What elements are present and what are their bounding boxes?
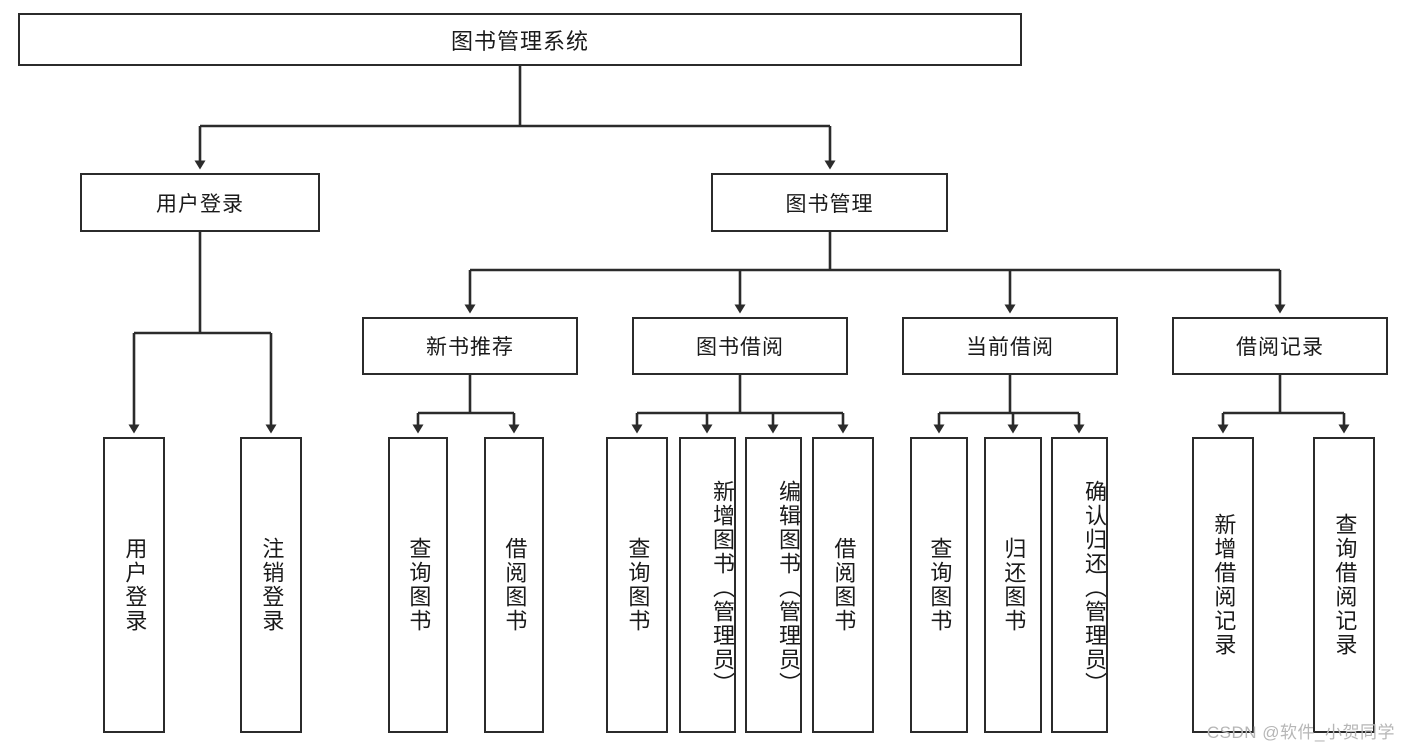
leaf-borrow-book-rec[interactable]: 借阅图书 [484,437,544,733]
leaf-confirm-return[interactable]: 确认归还（管理员） [1051,437,1108,733]
node-borrow-record[interactable]: 借阅记录 [1172,317,1388,375]
leaf-borrow-book-rec-label: 借阅图书 [502,537,528,633]
leaf-add-book[interactable]: 新增图书（管理员） [679,437,736,733]
leaf-user-logout-label: 注销登录 [259,537,285,633]
node-new-book-recommend[interactable]: 新书推荐 [362,317,578,375]
node-new-book-recommend-label: 新书推荐 [426,336,514,359]
leaf-query-book-current-label: 查询图书 [927,537,953,633]
node-root-label: 图书管理系统 [450,28,589,54]
leaf-user-logout[interactable]: 注销登录 [240,437,302,733]
leaf-return-book[interactable]: 归还图书 [984,437,1042,733]
leaf-add-book-label: 新增图书（管理员） [710,480,735,696]
node-user-login[interactable]: 用户登录 [80,173,320,232]
node-book-manage[interactable]: 图书管理 [711,173,948,232]
leaf-borrow-book[interactable]: 借阅图书 [812,437,874,733]
leaf-query-book-current[interactable]: 查询图书 [910,437,968,733]
leaf-query-book-borrow-label: 查询图书 [625,537,651,633]
node-book-borrow[interactable]: 图书借阅 [632,317,848,375]
leaf-query-book-rec-label: 查询图书 [406,537,432,633]
node-root[interactable]: 图书管理系统 [18,13,1022,66]
leaf-borrow-book-label: 借阅图书 [831,537,857,633]
node-book-borrow-label: 图书借阅 [696,336,784,359]
watermark: CSDN @软件_小贺同学 [1206,723,1395,742]
leaf-confirm-return-label: 确认归还（管理员） [1082,480,1107,696]
node-current-borrow-label: 当前借阅 [966,336,1054,359]
leaf-edit-book-label: 编辑图书（管理员） [776,480,801,696]
leaf-query-book-rec[interactable]: 查询图书 [388,437,448,733]
leaf-query-record-label: 查询借阅记录 [1332,513,1358,657]
leaf-add-record[interactable]: 新增借阅记录 [1192,437,1254,733]
node-borrow-record-label: 借阅记录 [1236,336,1324,359]
leaf-user-login-label: 用户登录 [122,537,148,633]
leaf-query-record[interactable]: 查询借阅记录 [1313,437,1375,733]
leaf-query-book-borrow[interactable]: 查询图书 [606,437,668,733]
leaf-edit-book[interactable]: 编辑图书（管理员） [745,437,802,733]
node-current-borrow[interactable]: 当前借阅 [902,317,1118,375]
leaf-user-login[interactable]: 用户登录 [103,437,165,733]
leaf-return-book-label: 归还图书 [1001,537,1027,633]
node-book-manage-label: 图书管理 [785,192,874,216]
node-user-login-label: 用户登录 [156,192,244,216]
leaf-add-record-label: 新增借阅记录 [1211,513,1237,657]
